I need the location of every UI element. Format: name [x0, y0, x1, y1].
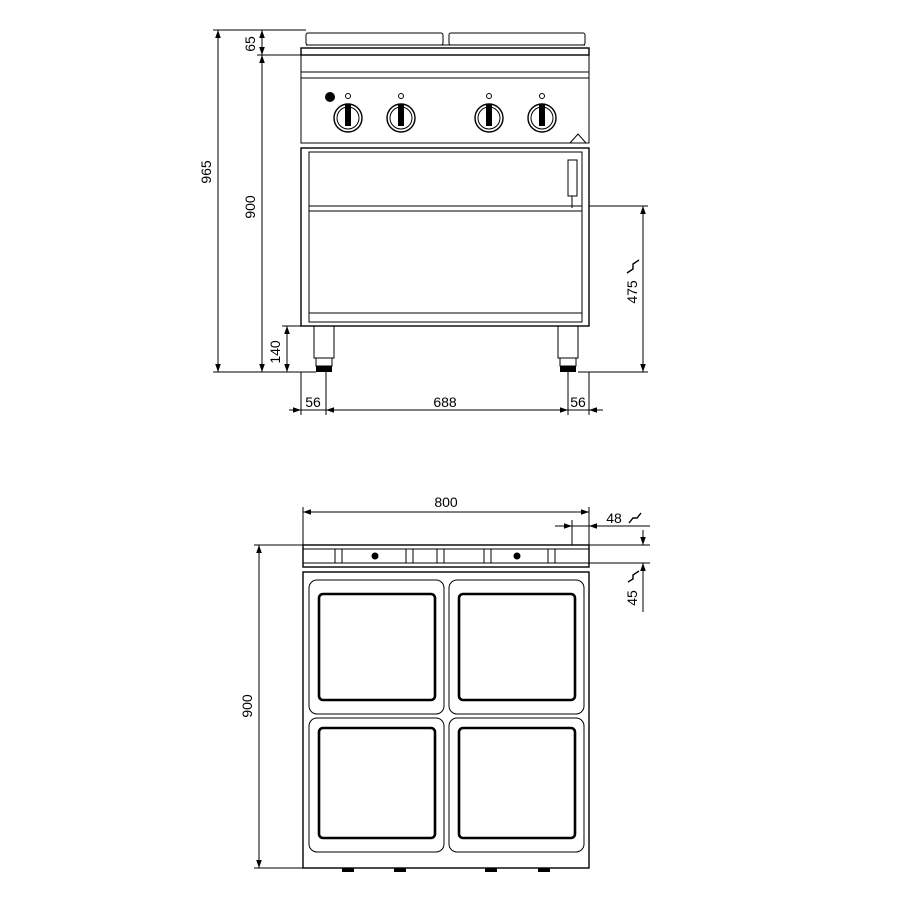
dimension-body-height: 900 [242, 55, 265, 372]
dimension-depth: 900 [239, 544, 303, 869]
dimension-label: 65 [242, 36, 258, 52]
dimension-label: 900 [242, 195, 258, 219]
hotplate-icon [308, 579, 445, 715]
dimension-label: 800 [434, 494, 458, 510]
hotplate-icon [448, 717, 585, 853]
top-view: 800 900 48 45 [239, 494, 650, 872]
dimension-widths: 56 688 56 [289, 372, 603, 415]
knob-stubs [342, 868, 550, 872]
control-knob-icon [527, 93, 557, 133]
control-knob-icon [474, 93, 504, 133]
dimension-width: 800 [302, 494, 590, 545]
hotplate-icon [308, 717, 445, 853]
back-strip [302, 544, 590, 568]
dimension-label: 140 [267, 340, 283, 364]
dimension-label: 48 [606, 510, 622, 526]
dimension-label: 965 [198, 160, 214, 184]
electric-connection-icon [626, 259, 640, 274]
power-indicator-icon [325, 92, 335, 102]
dimension-connection-height: 475 [578, 205, 648, 373]
control-knob-icon [386, 93, 416, 133]
hob-outline [302, 571, 590, 869]
dimension-label: 900 [239, 694, 255, 718]
hotplate-icon [448, 579, 585, 715]
dimension-top-height: 65 [242, 30, 301, 56]
dimension-label: 56 [305, 394, 321, 410]
dimension-connection-a: 48 [555, 510, 650, 545]
front-view: 965 65 900 140 475 [198, 29, 648, 415]
control-knob-icon [333, 93, 363, 133]
hob-top [300, 32, 590, 56]
dimension-total-height: 965 [198, 29, 316, 373]
dimension-connection-b: 45 [589, 530, 650, 612]
open-cabinet [300, 147, 590, 327]
electric-connection-icon [628, 512, 642, 524]
warning-triangle-icon [568, 133, 588, 144]
dimension-leg-height: 140 [267, 325, 314, 372]
adjustable-foot [557, 325, 579, 372]
electric-connection-icon [627, 570, 640, 583]
dimension-label: 688 [433, 394, 457, 410]
adjustable-foot [313, 325, 335, 372]
control-panel [300, 54, 590, 149]
dimension-label: 475 [624, 280, 640, 304]
dimension-label: 56 [570, 394, 586, 410]
dimension-label: 45 [624, 590, 640, 606]
